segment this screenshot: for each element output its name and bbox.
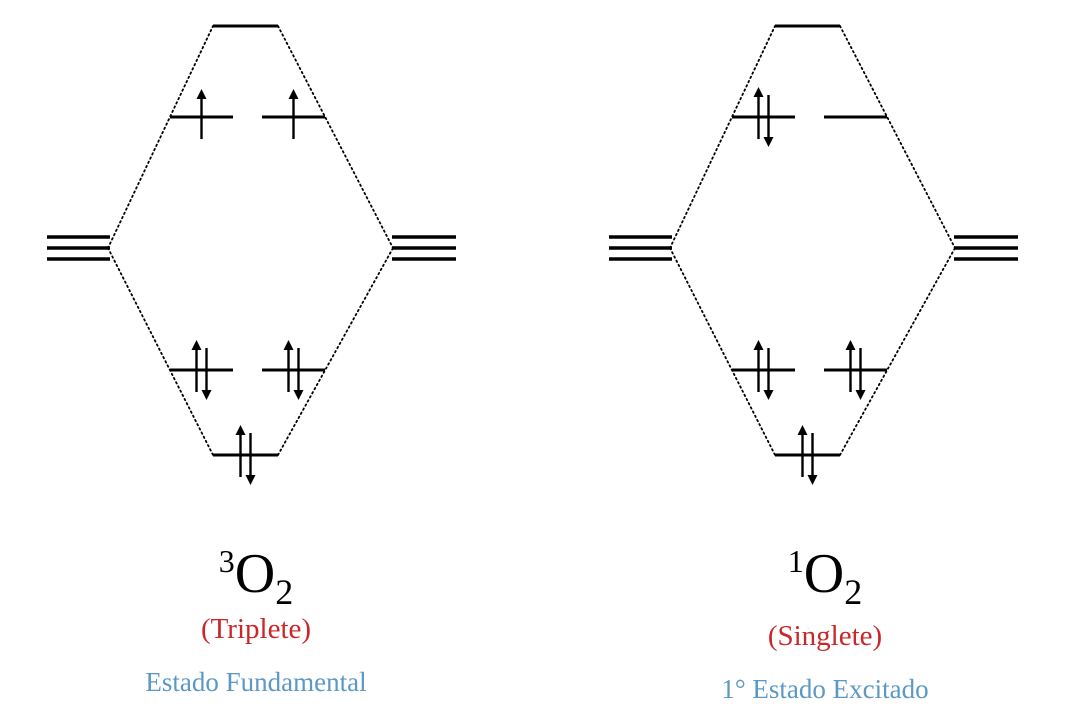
triplet-pi-2-electron-down-head xyxy=(293,390,304,400)
triplet-state-label: Estado Fundamental xyxy=(145,667,367,697)
singlet-sigma-electron-up-head xyxy=(797,425,808,435)
singlet-diagram xyxy=(609,24,1018,485)
triplet-connector-upper-left xyxy=(107,25,214,249)
singlet-formula: 1O2 xyxy=(660,543,990,610)
singlet-sigma-electron-down-head xyxy=(807,475,818,485)
singlet-state-label: 1° Estado Excitado xyxy=(721,674,929,704)
triplet-multiplicity-label: (Triplete) xyxy=(200,613,312,645)
triplet-pi-1-electron-down-head xyxy=(201,390,212,400)
triplet-subscript: 2 xyxy=(275,572,294,612)
singlet-subscript: 2 xyxy=(844,572,863,612)
triplet-pi-1-electron-up-head xyxy=(191,340,202,350)
triplet-superscript: 3 xyxy=(218,543,235,579)
singlet-multiplicity-label: (Singlete) xyxy=(767,620,883,652)
singlet-pi-2-electron-up-head xyxy=(845,340,856,350)
singlet-connector-lower-left xyxy=(669,247,776,456)
triplet-sigma-electron-down-head xyxy=(245,475,256,485)
singlet-pi-1-electron-down-head xyxy=(763,390,774,400)
triplet-formula: 3O2 xyxy=(108,543,404,610)
triplet-pi-star-1-electron-up-head xyxy=(196,89,207,99)
singlet-connector-upper-right xyxy=(839,25,956,249)
triplet-sigma-electron-up-head xyxy=(235,425,246,435)
triplet-diagram xyxy=(47,24,456,485)
singlet-connector-upper-left xyxy=(669,25,776,249)
triplet-connector-lower-right xyxy=(277,247,394,456)
triplet-connector-upper-right xyxy=(277,25,394,249)
triplet-pi-star-2-electron-up-head xyxy=(288,89,299,99)
triplet-pi-2-electron-up-head xyxy=(283,340,294,350)
singlet-pi-star-1-electron-down-head xyxy=(763,137,774,147)
singlet-element: O xyxy=(803,543,845,605)
singlet-superscript: 1 xyxy=(787,543,804,579)
triplet-connector-lower-left xyxy=(107,247,214,456)
singlet-pi-2-electron-down-head xyxy=(855,390,866,400)
singlet-connector-lower-right xyxy=(839,247,956,456)
singlet-pi-1-electron-up-head xyxy=(753,340,764,350)
singlet-pi-star-1-electron-up-head xyxy=(753,87,764,97)
triplet-element: O xyxy=(234,543,276,605)
